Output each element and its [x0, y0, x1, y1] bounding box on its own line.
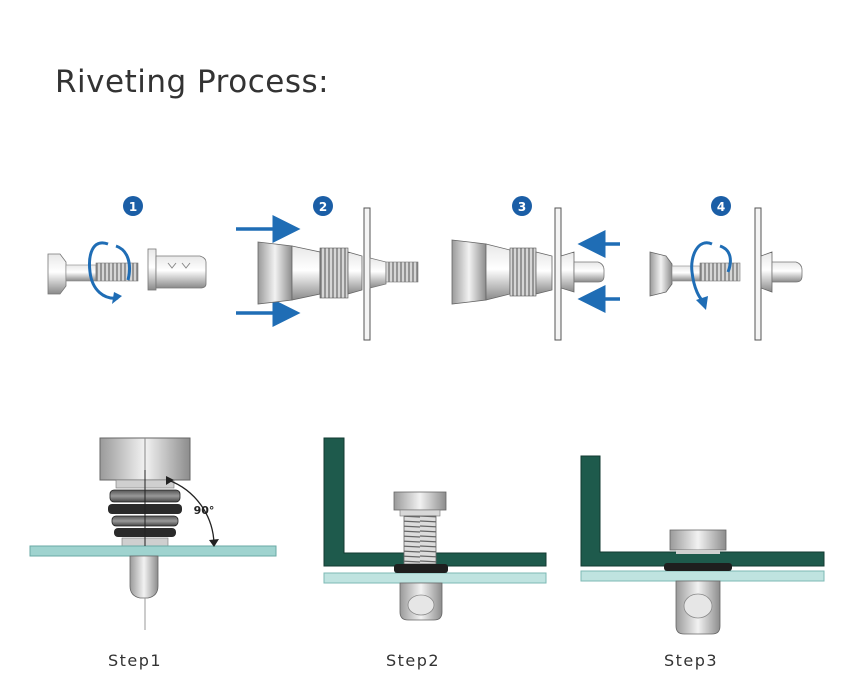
stage-4-illustration: 4: [649, 196, 803, 341]
page-title: Riveting Process:: [55, 64, 330, 100]
angle-arc: [167, 479, 215, 545]
step-label-1: Step1: [108, 651, 163, 670]
stage-badge-3: [512, 196, 532, 216]
panel-sheet: [754, 207, 762, 341]
rivet-nut-body: [155, 255, 207, 289]
panel-sheet: [363, 207, 371, 341]
step-1-illustration: 90°: [29, 437, 277, 630]
stage-2-illustration: 2: [236, 196, 419, 341]
sheet-metal-panel: [580, 570, 825, 582]
bolt-head: [393, 491, 447, 511]
step-label-3: Step3: [664, 651, 719, 670]
stage-badge-1: [123, 196, 143, 216]
l-bracket: [580, 455, 825, 567]
tool-thread: [95, 262, 139, 282]
step-2-illustration: [323, 437, 547, 621]
panel-sheet: [554, 207, 562, 341]
stage-number-1: 1: [129, 200, 137, 214]
tool-mandrel-head: [649, 251, 673, 297]
bolt-thread: [403, 515, 437, 565]
rotation-arrow-icon: [88, 241, 119, 300]
stage-number-4: 4: [717, 200, 725, 214]
stage-3-illustration: 3: [451, 196, 620, 341]
stage-badge-2: [313, 196, 333, 216]
stage-badge-4: [711, 196, 731, 216]
tool-body: [451, 239, 487, 305]
tool-mandrel-head: [47, 253, 67, 295]
sheet-metal-panel: [323, 572, 547, 584]
step-3-illustration: [580, 455, 825, 635]
rivet-nut-flange: [147, 248, 157, 291]
tool-knurl: [319, 247, 349, 299]
bolt-head: [669, 529, 727, 551]
stage-number-2: 2: [319, 200, 327, 214]
stage-number-3: 3: [518, 200, 526, 214]
tool-knurl: [509, 247, 537, 297]
angle-label: 90°: [194, 504, 215, 517]
sheet-metal-panel: [29, 545, 277, 557]
step-label-2: Step2: [386, 651, 441, 670]
rotation-arrow-icon: [690, 241, 713, 302]
stage-1-illustration: 1: [47, 196, 207, 304]
l-bracket: [323, 437, 547, 567]
rivet-bulge: [560, 251, 575, 293]
tool-body: [257, 241, 293, 305]
